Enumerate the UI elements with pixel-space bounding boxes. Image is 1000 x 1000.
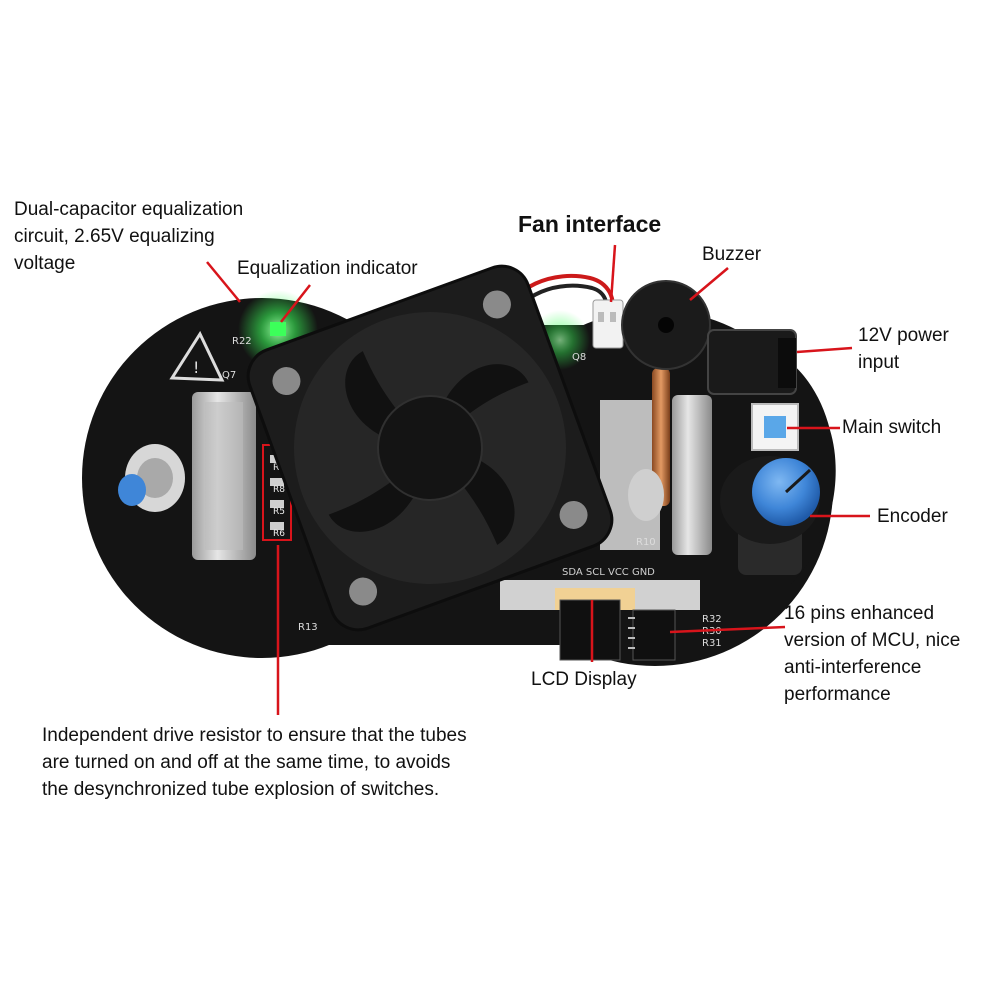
label-buzzer: Buzzer <box>702 244 762 265</box>
silk-r30: R30 <box>702 626 722 637</box>
callout-line-equalization <box>280 284 311 323</box>
callout-line-dual-capacitor <box>206 261 241 303</box>
label-lcd-display: LCD Display <box>531 669 637 690</box>
silk-r13: R13 <box>298 622 318 633</box>
lcd-pin-labels: SDA SCL VCC GND <box>562 567 655 578</box>
callout-line-fan-interface <box>609 244 617 303</box>
svg-text:!: ! <box>193 358 199 377</box>
silk-resistor-r6: R6 <box>273 529 285 539</box>
silk-resistor-r8: R8 <box>273 485 285 495</box>
dc-jack-icon <box>707 329 797 395</box>
label-encoder: Encoder <box>877 506 948 527</box>
mcu-chip <box>628 609 676 661</box>
fan-icon <box>246 264 614 632</box>
silk-r31: R31 <box>702 638 722 649</box>
callout-line-mcu <box>669 625 786 634</box>
silk-resistor-r5: R5 <box>273 507 285 517</box>
silk-r10: R10 <box>636 537 656 548</box>
encoder-knob-icon <box>720 456 820 575</box>
silk-q7: Q7 <box>222 370 236 381</box>
label-power-input: 12V power input <box>858 325 949 373</box>
label-main-switch: Main switch <box>842 417 942 438</box>
label-mcu: 16 pins enhanced version of MCU, nice an… <box>784 603 961 705</box>
label-fan-interface: Fan interface <box>518 211 662 237</box>
lcd-display-module: SDA SCL VCC GND <box>500 567 700 661</box>
left-heatsink <box>118 392 256 560</box>
silk-r22: R22 <box>232 336 252 347</box>
label-drive-resistor: Independent drive resistor to ensure tha… <box>42 725 467 800</box>
warning-triangle-icon: ! <box>169 330 225 382</box>
label-dual-capacitor: Dual-capacitor equalization circuit, 2.6… <box>14 199 244 274</box>
label-equalization-indicator: Equalization indicator <box>237 258 418 279</box>
silk-q8: Q8 <box>572 352 586 363</box>
silk-r32: R32 <box>702 614 722 625</box>
callout-line-power-input <box>796 346 853 354</box>
callout-line-buzzer <box>689 267 729 301</box>
buzzer-icon <box>621 280 711 370</box>
callout-lines <box>206 244 870 715</box>
